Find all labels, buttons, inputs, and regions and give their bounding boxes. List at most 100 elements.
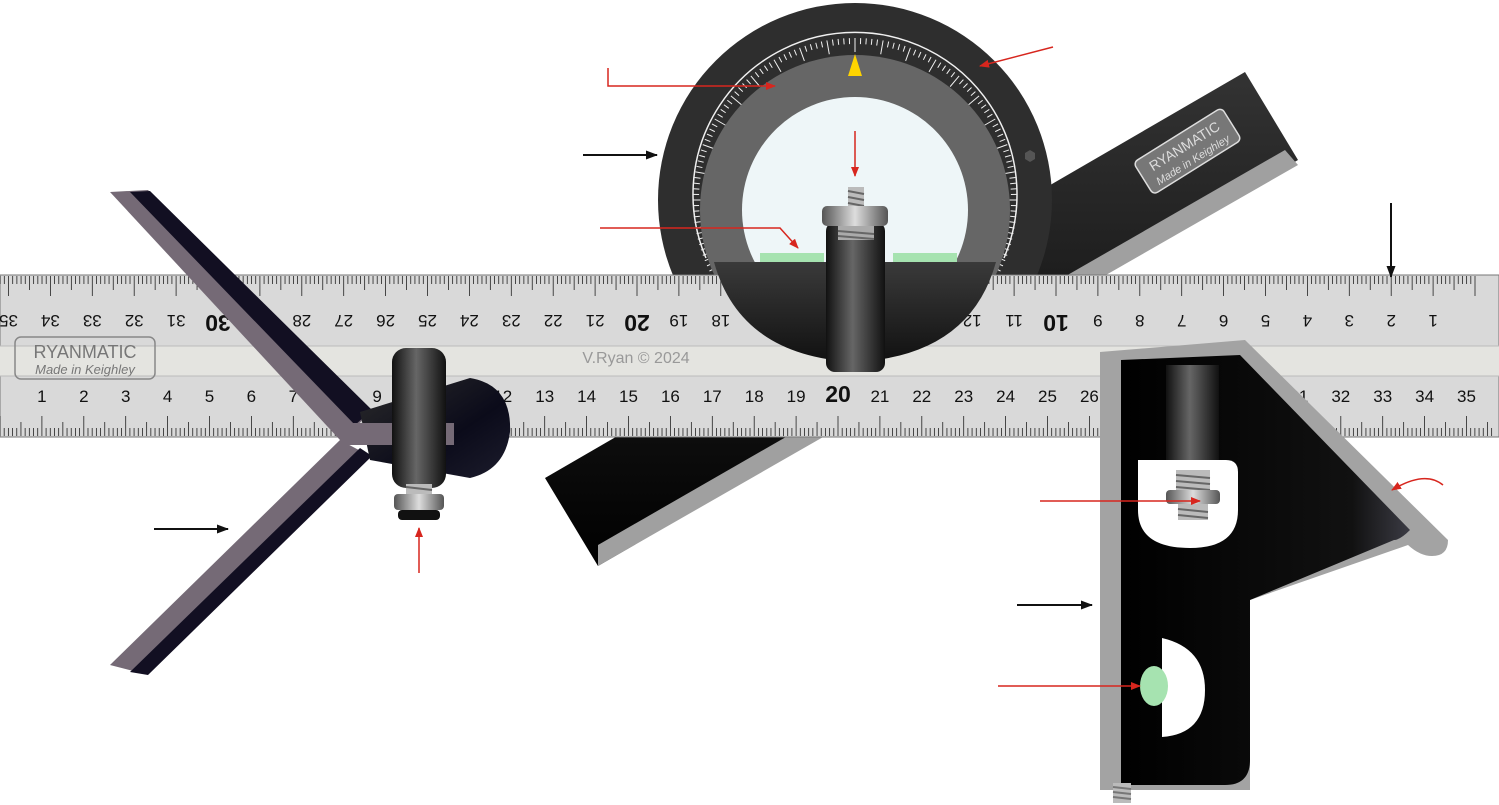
dial-tick [711,123,718,128]
dial-tick [693,182,700,185]
scale-number: 2 [1386,311,1395,330]
dial-tick [738,87,744,92]
dial-tick [734,91,740,96]
centre-head-lower-face [130,448,372,675]
scale-number: 11 [1005,311,1023,330]
dial-tick [922,54,927,61]
dial-tick [693,215,700,218]
dial-tick [1004,154,1011,158]
scale-number: 28 [292,311,311,330]
dial-tick [880,40,884,55]
dial-tick [941,65,947,71]
scale-number: 34 [1415,387,1434,406]
red-leader-arrow [607,68,776,90]
dial-tick [1003,149,1010,153]
scale-number: 4 [163,387,172,406]
dial-tick [892,42,895,49]
dial-tick [694,221,701,224]
knurled-nut-icon [394,484,444,520]
spirit-level-icon [1140,666,1168,706]
dial-tick [720,108,726,114]
scale-number: 27 [334,311,353,330]
hexagon-screw-icon [1025,150,1035,162]
scale-number: 35 [1457,387,1476,406]
dial-tick [778,56,783,63]
scale-number: 3 [1345,311,1354,330]
scale-number: 7 [289,387,298,406]
dial-tick [696,231,703,235]
dial-tick [1007,165,1014,169]
dial-tick [886,41,890,48]
copyright-text: V.Ryan © 2024 [582,350,689,367]
dial-tick [912,49,917,56]
dial-tick [699,154,706,158]
scale-number: 31 [167,311,186,330]
scale-number: 20 [624,310,650,336]
scale-number: 9 [372,387,381,406]
dial-tick [905,47,911,62]
scale-number: 8 [1135,311,1144,330]
dial-tick [937,62,942,68]
scale-number: 1 [37,387,46,406]
scale-number: 14 [577,387,596,406]
dial-tick [994,128,1001,133]
scale-number: 25 [418,311,437,330]
scale-number: 23 [954,387,973,406]
scale-number: 2 [79,387,88,406]
dial-tick [754,72,760,78]
protractor-locking-bar [826,222,885,372]
dial-tick [876,39,879,46]
knurled-nut-icon [822,187,888,240]
dial-tick [723,104,730,109]
spirit-level-icon [893,253,957,263]
scale-number: 25 [1038,387,1057,406]
scale-number: 6 [1219,311,1228,330]
scale-number: 16 [661,387,680,406]
scale-number: 33 [83,311,102,330]
scale-number: 19 [787,387,806,406]
dial-tick [968,95,980,106]
dial-tick [709,128,716,133]
dial-tick [706,133,713,138]
rule-brand-plate: RYANMATIC Made in Keighley [14,336,156,380]
dial-tick [759,68,764,75]
dial-tick [746,79,751,85]
dial-tick [793,49,798,56]
dial-tick [750,75,761,87]
dial-tick [997,133,1004,138]
dial-tick [694,176,701,179]
scale-number: 15 [619,387,638,406]
dial-tick [820,41,824,48]
dial-tick [987,113,993,118]
scale-number: 34 [41,311,60,330]
red-leader-arrow [979,46,1054,68]
scale-number: 33 [1373,387,1392,406]
dial-tick [999,138,1006,143]
dial-tick [837,38,840,45]
dial-tick [717,113,723,118]
dial-tick [815,42,818,49]
dial-tick [1007,231,1014,235]
scale-number: 18 [745,387,764,406]
scriber-icon [1112,783,1132,803]
centre-head-locking-bar [392,348,446,488]
dial-tick [992,123,999,128]
scale-number: 4 [1303,311,1312,330]
dial-tick [804,45,808,52]
brand-name: RYANMATIC [33,342,136,362]
dial-tick [902,45,906,52]
scale-number: 7 [1177,311,1186,330]
red-leader-arrow [1391,477,1444,491]
dial-tick [1009,221,1016,224]
dial-tick [799,47,805,62]
scale-number: 26 [376,311,395,330]
dial-tick [917,51,922,58]
centre-head-upper-arm [110,190,372,440]
scale-number: 32 [125,311,144,330]
scale-number: 23 [502,311,521,330]
dial-tick [788,51,793,58]
dial-tick [730,95,742,106]
scale-number: 5 [1261,311,1270,330]
scale-number: 9 [1093,311,1102,330]
